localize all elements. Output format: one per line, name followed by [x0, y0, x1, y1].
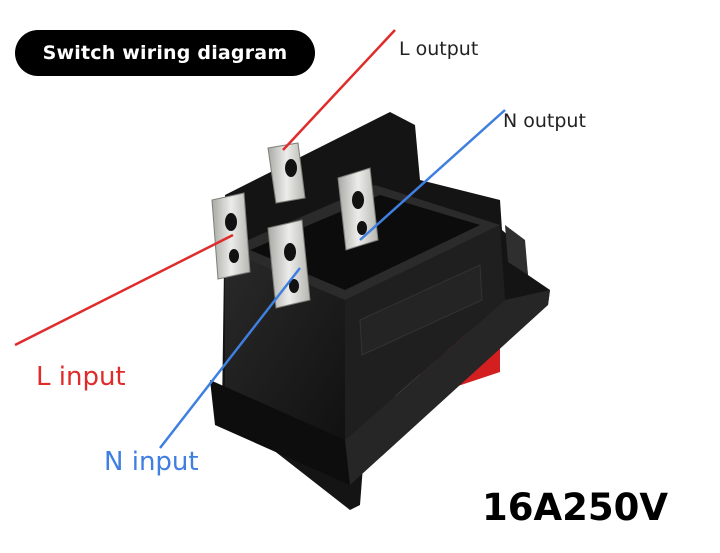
l-output-wire: [282, 29, 396, 151]
n-input-label: N input: [104, 447, 199, 477]
l-input-label: L input: [36, 362, 126, 392]
l-output-label: L output: [399, 38, 479, 60]
l-input-wire: [14, 233, 234, 347]
switch-body: [210, 112, 550, 510]
n-output-label: N output: [503, 110, 586, 132]
diagram-title-badge: Switch wiring diagram: [15, 30, 315, 76]
n-output-wire: [359, 109, 506, 241]
n-input-wire: [159, 267, 301, 449]
rating-label: 16A250V: [482, 486, 668, 529]
